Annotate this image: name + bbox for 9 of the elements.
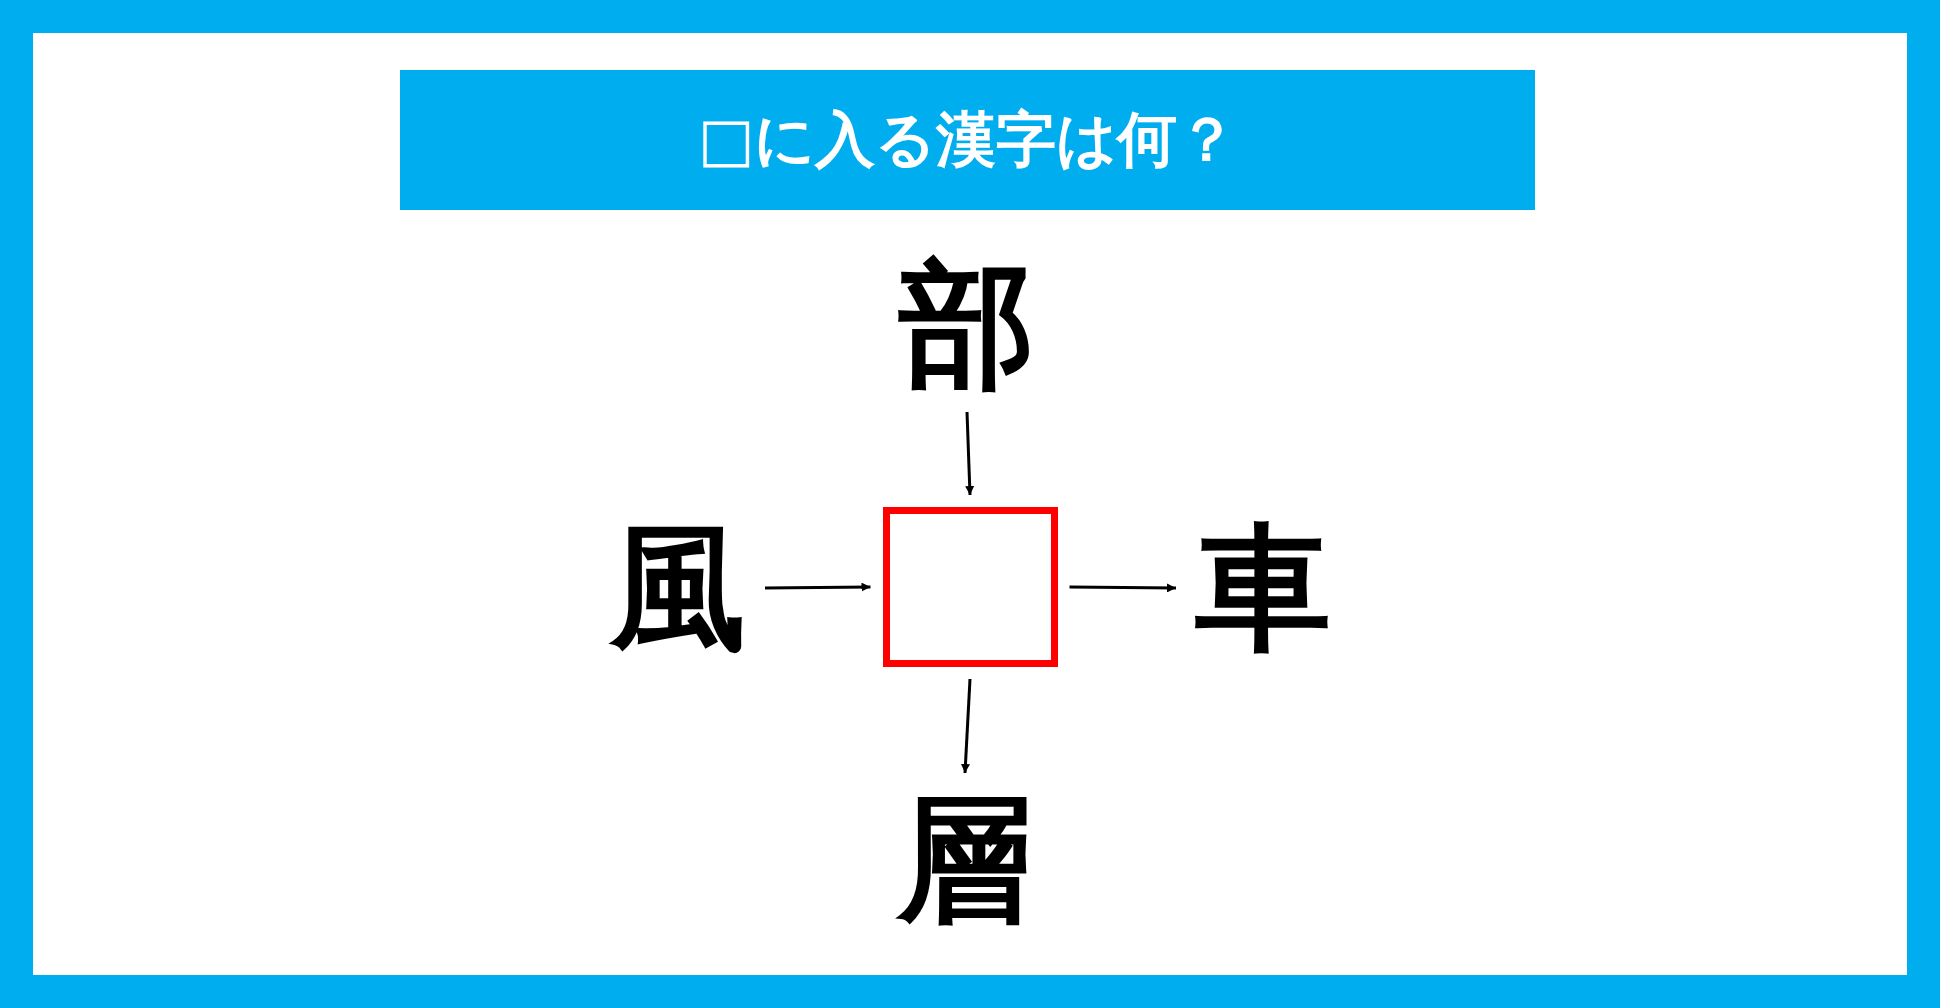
kanji-character: 車 [1195, 520, 1331, 656]
arrow [965, 411, 975, 496]
arrow [1069, 583, 1176, 593]
answer-box [882, 507, 1058, 667]
kanji-character: 風 [610, 520, 746, 656]
kanji-character: 層 [897, 792, 1033, 928]
arrow [961, 678, 972, 774]
arrow [765, 582, 871, 592]
title-banner: □に入る漢字は何？ [400, 70, 1535, 210]
